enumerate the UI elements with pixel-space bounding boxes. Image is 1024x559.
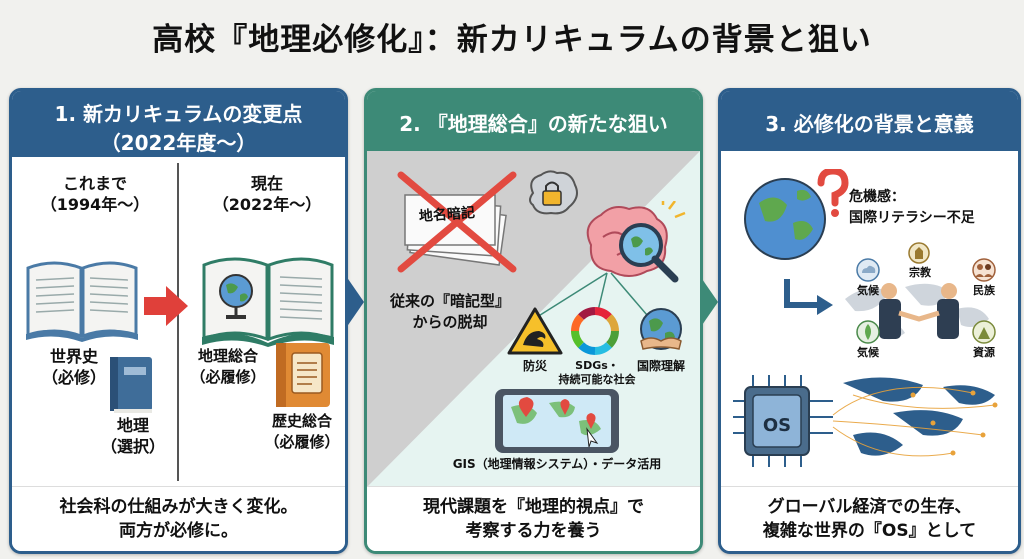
- geography-name: 地理: [116, 416, 149, 435]
- crisis-line1: 危機感：: [849, 189, 905, 205]
- panel3-footer: グローバル経済での生存、 複雑な世界の『OS』として: [721, 486, 1018, 551]
- world-history-label: 世界史 （必修）: [34, 346, 114, 388]
- old-style-line2: からの脱却: [412, 313, 488, 331]
- panel-arrow-2: [700, 276, 718, 328]
- geography-status: （選択）: [100, 437, 165, 456]
- handshake-map-icon: [845, 283, 989, 340]
- disaster-warning-icon: [507, 307, 563, 355]
- climate1-label: 気候: [857, 284, 879, 297]
- intl-globe-icon: [640, 308, 682, 350]
- memorization-cards-icon: [397, 171, 517, 273]
- gis-tablet-icon: [495, 389, 619, 453]
- resources-label: 資源: [973, 346, 995, 359]
- os-chip-network-icon: [733, 375, 998, 467]
- turn-arrow-icon: [784, 279, 833, 315]
- crisis-label: 危機感： 国際リテラシー不足: [849, 187, 1009, 229]
- disaster-label: 防災: [522, 359, 547, 373]
- climate2-icon: [856, 320, 880, 344]
- panel1-footer: 社会科の仕組みが大きく変化。 両方が必修に。: [12, 486, 345, 551]
- panel3-footer-line2: 複雑な世界の『OS』として: [762, 521, 977, 541]
- panel2-footer-line1: 現代課題を『地理的視点』で: [423, 497, 644, 517]
- history-book-icon: [276, 343, 330, 407]
- sdgs-wheel-icon: [571, 307, 619, 355]
- globe-question-icon: [744, 169, 849, 260]
- old-style-line1: 従来の『暗記型』: [389, 292, 510, 310]
- panel-arrow-1: [346, 276, 364, 328]
- panel2-footer-line2: 考察する力を養う: [465, 521, 602, 541]
- ethnicity-icon: [972, 258, 996, 282]
- panel2-header: 2. 『地理総合』の新たな狙い: [367, 91, 700, 151]
- panel3-footer-line1: グローバル経済での生存、: [767, 497, 972, 517]
- panel1-footer-line2: 両方が必修に。: [119, 521, 238, 541]
- world-history-name: 世界史: [49, 347, 98, 366]
- world-history-status: （必修）: [41, 368, 106, 387]
- before-title: これまで: [62, 174, 127, 193]
- closed-book-icon: [110, 357, 152, 413]
- brain-magnifier-icon: [586, 201, 686, 283]
- religion-label: 宗教: [909, 266, 931, 279]
- before-label: これまで （1994年〜）: [30, 173, 160, 215]
- sdgs-line2: 持続可能な社会: [558, 373, 636, 386]
- panel-geo-general-aims: 2. 『地理総合』の新たな狙い 地名暗記 従来の『暗記型』 からの脱却: [364, 88, 703, 554]
- before-year: （1994年〜）: [40, 195, 150, 214]
- hist-general-label: 歴史総合 （必履修）: [262, 411, 342, 453]
- hist-general-name: 歴史総合: [271, 412, 332, 430]
- panel2-header-text: 2. 『地理総合』の新たな狙い: [399, 112, 668, 136]
- resources-icon: [972, 320, 996, 344]
- geo-general-label: 地理総合 （必履修）: [188, 346, 268, 388]
- globe-book-icon: [202, 257, 334, 347]
- old-style-label: 従来の『暗記型』 からの脱却: [375, 291, 525, 333]
- now-label: 現在 （2022年〜）: [197, 173, 337, 215]
- divider-line: [177, 163, 179, 481]
- open-book-icon: [26, 261, 138, 342]
- intl-label: 国際理解: [636, 359, 685, 373]
- now-title: 現在: [250, 174, 283, 193]
- climate2-label: 気候: [857, 346, 879, 359]
- os-chip-label: OS: [762, 415, 792, 436]
- now-year: （2022年〜）: [212, 195, 322, 214]
- panel1-footer-line1: 社会科の仕組みが大きく変化。: [59, 497, 298, 517]
- crisis-line2: 国際リテラシー不足: [849, 210, 975, 226]
- hist-general-status: （必履修）: [264, 433, 340, 451]
- geo-general-status: （必履修）: [190, 368, 266, 386]
- panel2-footer: 現代課題を『地理的視点』で 考察する力を養う: [367, 486, 700, 551]
- panel1-header: 1. 新カリキュラムの変更点 （2022年度〜）: [12, 91, 345, 157]
- panel3-header-text: 3. 必修化の背景と意義: [765, 112, 974, 136]
- panel3-header: 3. 必修化の背景と意義: [721, 91, 1018, 151]
- page-title: 高校『地理必修化』：新カリキュラムの背景と狙い: [152, 22, 872, 58]
- gis-label: GIS（地理情報システム）・データ活用: [452, 457, 662, 471]
- geo-general-name: 地理総合: [197, 347, 258, 365]
- panel1-header-line1: 1. 新カリキュラムの変更点: [54, 102, 303, 126]
- sdgs-line1: SDGs・: [575, 359, 619, 372]
- panel1-header-line2: （2022年度〜）: [100, 131, 257, 155]
- arrow-right-icon: [144, 286, 188, 326]
- ethnicity-label: 民族: [973, 284, 995, 297]
- religion-icon: [908, 242, 930, 264]
- panel-curriculum-changes: 1. 新カリキュラムの変更点 （2022年度〜） これまで （1994年〜） 現…: [9, 88, 348, 554]
- geography-label: 地理 （選択）: [100, 415, 166, 457]
- locked-brain-icon: [529, 170, 578, 215]
- sdgs-label: SDGs・ 持続可能な社会: [553, 359, 641, 387]
- climate-icon: [856, 258, 880, 282]
- panel-background-significance: 3. 必修化の背景と意義 危機感： 国際リテラシー不足 気候 宗教 民族: [718, 88, 1021, 554]
